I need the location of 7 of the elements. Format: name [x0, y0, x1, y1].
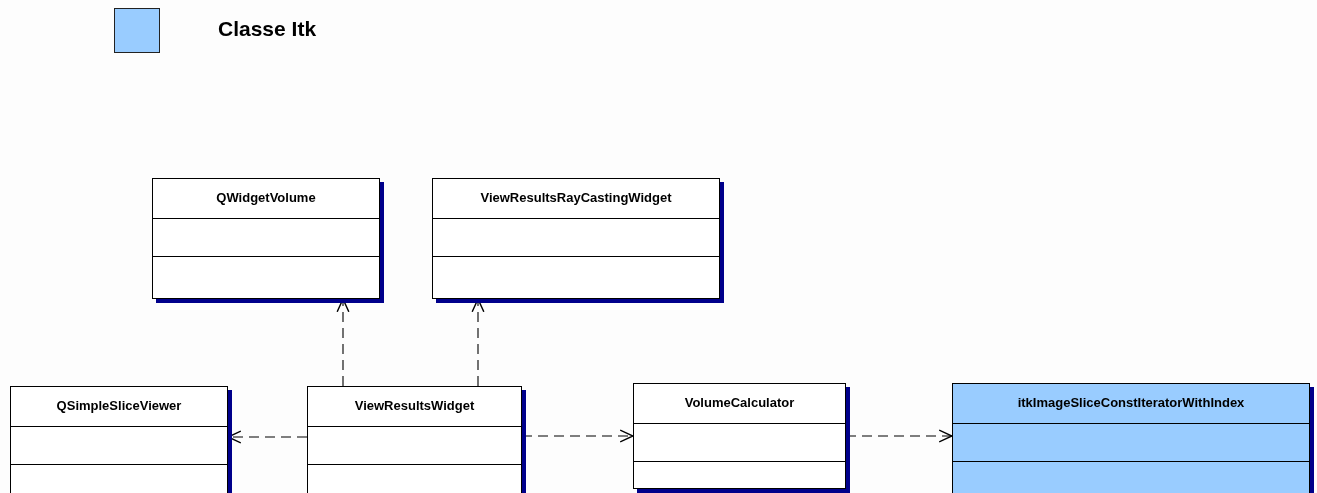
legend-label: Classe Itk: [218, 17, 317, 41]
class-name: VolumeCalculator: [683, 394, 796, 412]
class-name: ViewResultsWidget: [353, 397, 476, 415]
class-name: ViewResultsRayCastingWidget: [479, 189, 673, 207]
class-name: itkImageSliceConstIteratorWithIndex: [1016, 394, 1246, 412]
class-name: QWidgetVolume: [215, 189, 317, 207]
class-name: QSimpleSliceViewer: [55, 397, 183, 415]
